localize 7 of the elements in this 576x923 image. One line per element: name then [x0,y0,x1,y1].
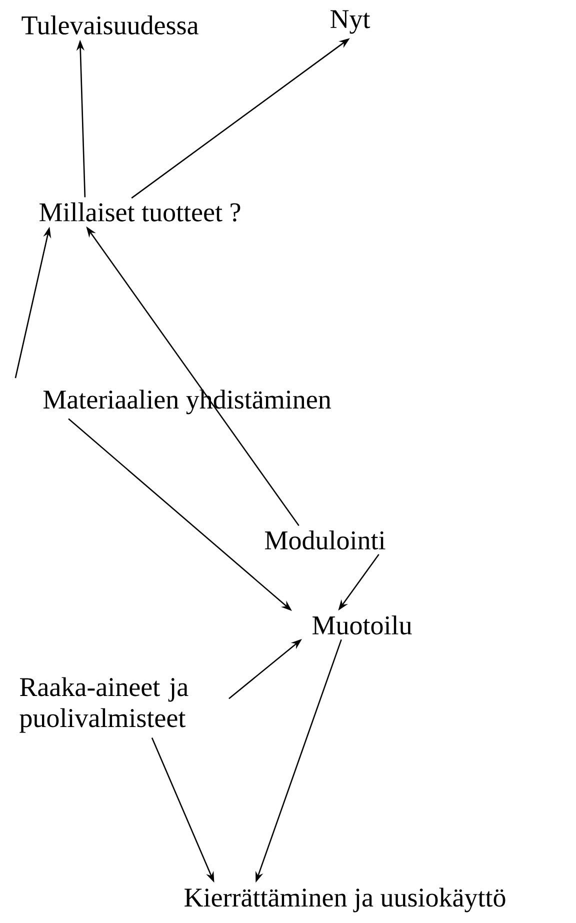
term-label: Modulointi [265,530,386,550]
term-label: Muotoilu [312,616,412,634]
term-label: Kierrättäminen ja uusiokäyttö [184,888,506,912]
term-label: Tulevaisuudessa [22,16,198,34]
term-label: Millaiset tuotteet ? [40,202,240,222]
term-label: Raaka-aineet ja puolivalmisteet [20,677,188,733]
term-label: Nyt [330,10,370,34]
